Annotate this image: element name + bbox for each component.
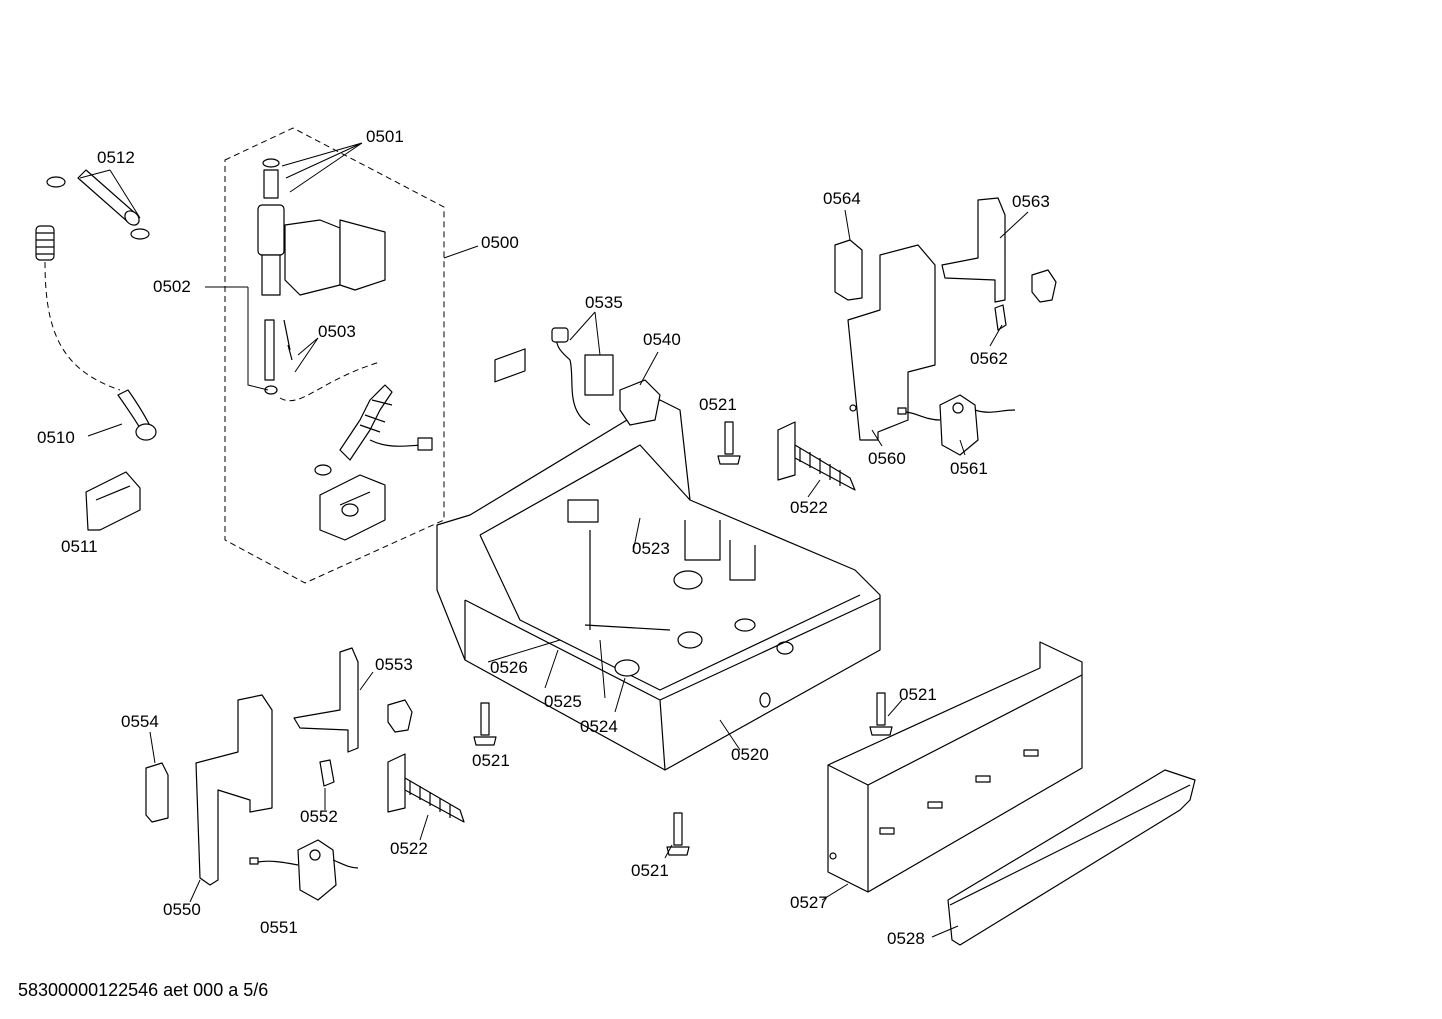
part-0522-spring-upper [777,421,856,491]
label-0563: 0563 [1012,192,1050,211]
part-0552-clip [319,759,335,787]
part-0563-bracket [941,197,1006,303]
part-0535-cable [551,327,614,426]
part-0553-clip-b [387,699,413,733]
label-0511: 0511 [61,537,98,556]
label-0522-a: 0522 [790,498,828,517]
label-0523: 0523 [632,539,670,558]
part-0561-switch [897,394,1016,456]
label-0522-b: 0522 [390,839,428,858]
part-0521-screw-d [869,692,893,736]
part-0528-strip [947,769,1196,946]
label-0526: 0526 [490,658,528,677]
assembly-boundary-0500 [224,127,445,584]
label-0551: 0551 [260,918,298,937]
label-0500: 0500 [481,233,519,252]
label-0540: 0540 [643,330,681,349]
part-0560-plate [847,244,936,441]
label-0527: 0527 [790,893,828,912]
label-0564: 0564 [823,189,861,208]
part-0511-bracket [85,471,141,531]
label-0501: 0501 [366,127,404,146]
part-0520-base-tub [436,348,881,771]
label-0554: 0554 [121,712,159,731]
label-0521-c: 0521 [899,685,937,704]
label-0562: 0562 [970,349,1008,368]
label-0535: 0535 [585,293,623,312]
part-filter-housing [319,474,386,541]
label-0521-d: 0521 [631,861,669,880]
part-0522-spring-lower [387,753,465,823]
part-0554-clip [145,762,169,823]
document-id-footer: 58300000122546 aet 000 a 5/6 [18,980,269,1000]
part-0551-switch [249,839,359,901]
label-0550: 0550 [163,900,201,919]
part-0562-clip [994,304,1007,331]
label-0528: 0528 [887,929,925,948]
leader-lines [79,142,1029,938]
label-0552: 0552 [300,807,338,826]
part-0564-clip [834,239,863,301]
label-0521-b: 0521 [472,751,510,770]
label-0524: 0524 [580,717,618,736]
label-0553: 0553 [375,655,413,674]
part-0510-coil-hose [35,225,157,441]
label-0560: 0560 [868,449,906,468]
part-0563-clip-b [1031,269,1057,303]
part-0540-connector [619,379,661,426]
label-0503: 0503 [318,322,356,341]
part-0521-screw-b [473,702,497,746]
part-inlet-hose [279,361,433,476]
part-0527-plinth [827,641,1083,893]
part-0550-plate [195,694,273,886]
label-0520: 0520 [731,745,769,764]
label-0510: 0510 [37,428,75,447]
label-0502: 0502 [153,277,191,296]
part-0521-screw-a [717,421,741,465]
label-0561: 0561 [950,459,988,478]
part-0502-valve [257,158,386,395]
part-0553-bracket [293,647,359,753]
part-0512-hose [46,169,150,240]
label-0512: 0512 [97,148,135,167]
label-0521-a: 0521 [699,395,737,414]
label-0525: 0525 [544,692,582,711]
